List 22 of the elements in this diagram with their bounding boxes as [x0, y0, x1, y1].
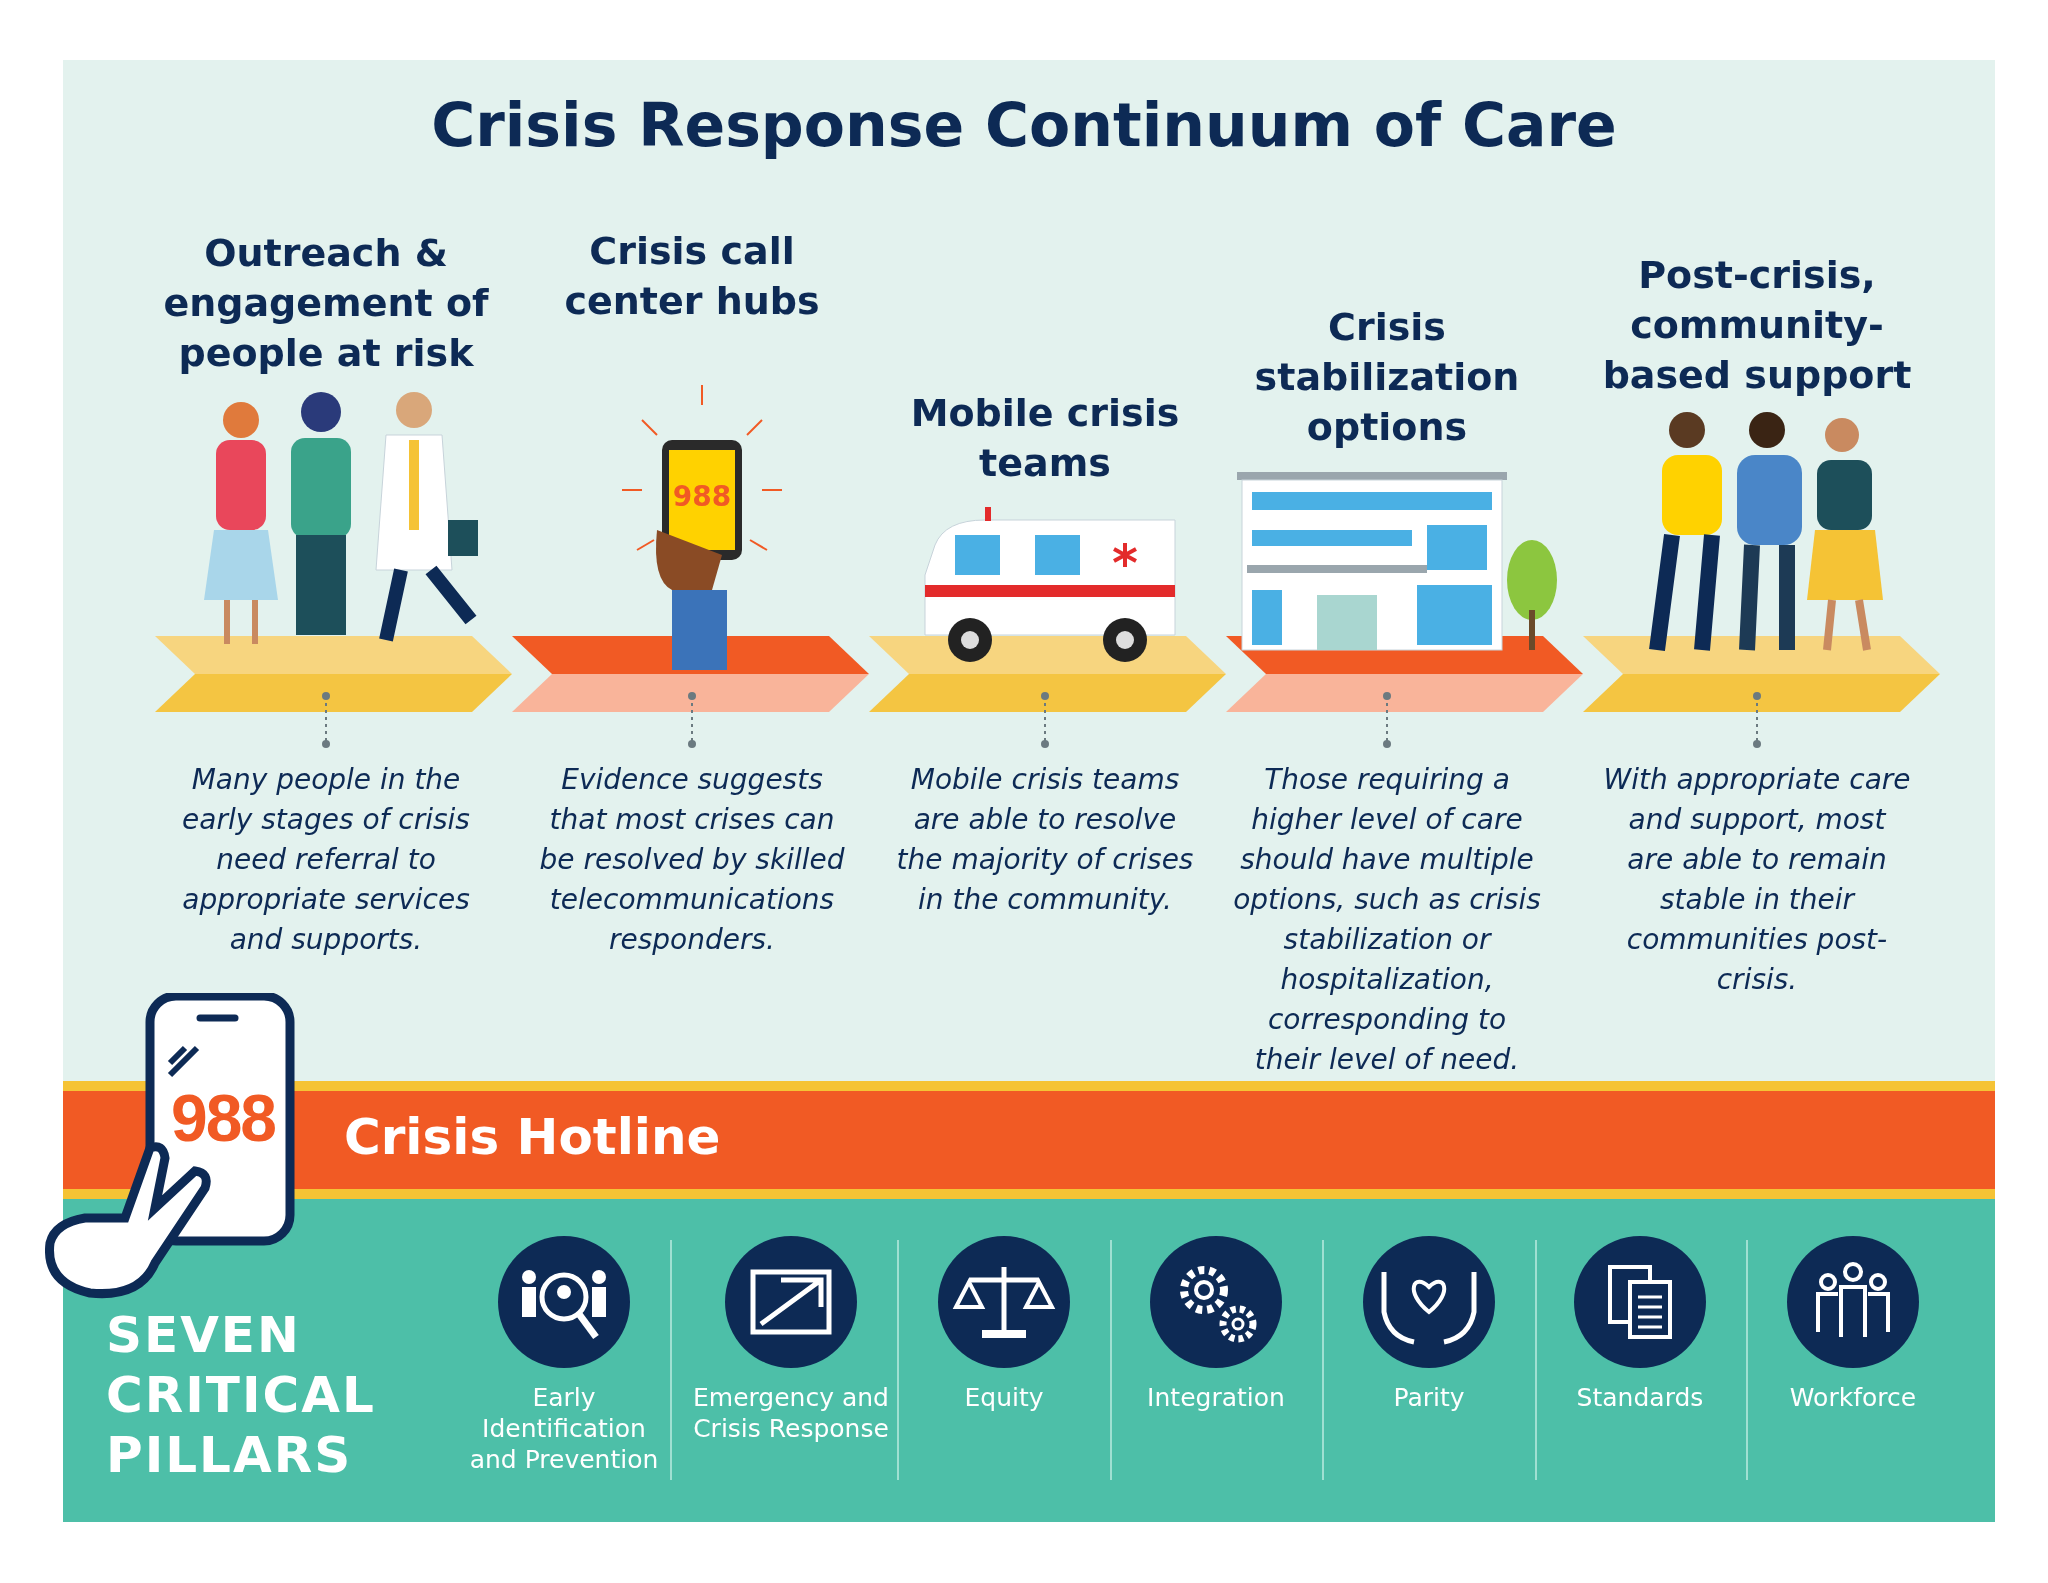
- stage-description: Those requiring a higher level of care should have multiple options, such as crisis stabilization or hospitalization, corresponding to their level of need.: [1232, 762, 1542, 1078]
- stage-description: Many people in the early stages of crisis need referral to appropriate services and supports.: [181, 762, 471, 958]
- pillar-label: Equity: [963, 1382, 1045, 1413]
- pillar-label: Emergency and Crisis Response: [692, 1382, 890, 1444]
- stage-heading: Post-crisis, community-based support: [1601, 252, 1913, 399]
- hotline-number: 988: [169, 1080, 277, 1156]
- stage-heading: Crisis call center hubs: [563, 228, 821, 325]
- pillar-label: Early Identification and Prevention: [468, 1382, 660, 1475]
- title: Crisis Response Continuum of Care: [430, 90, 1618, 160]
- section-heading: SEVEN CRITICAL PILLARS: [106, 1305, 377, 1485]
- banner-heading: Crisis Hotline: [344, 1108, 721, 1166]
- stage-description: With appropriate care and support, most are able to remain stable in their communities post-crisis.: [1602, 762, 1912, 998]
- stage-description: Mobile crisis teams are able to resolve the majority of crises in the community.: [895, 762, 1195, 918]
- stage-description: Evidence suggests that most crises can be resolved by skilled telecommunications responders.: [538, 762, 846, 958]
- stage-heading: Outreach & engagement of people at risk: [162, 230, 490, 377]
- pillar-label: Standards: [1575, 1382, 1705, 1413]
- phone-screen-number: 988: [671, 480, 733, 513]
- pillar-label: Integration: [1146, 1382, 1286, 1413]
- pillar-label: Parity: [1392, 1382, 1466, 1413]
- stage-heading: Crisis stabilization options: [1253, 304, 1521, 451]
- pillar-label: Workforce: [1788, 1382, 1918, 1413]
- stage-heading: Mobile crisis teams: [909, 390, 1181, 487]
